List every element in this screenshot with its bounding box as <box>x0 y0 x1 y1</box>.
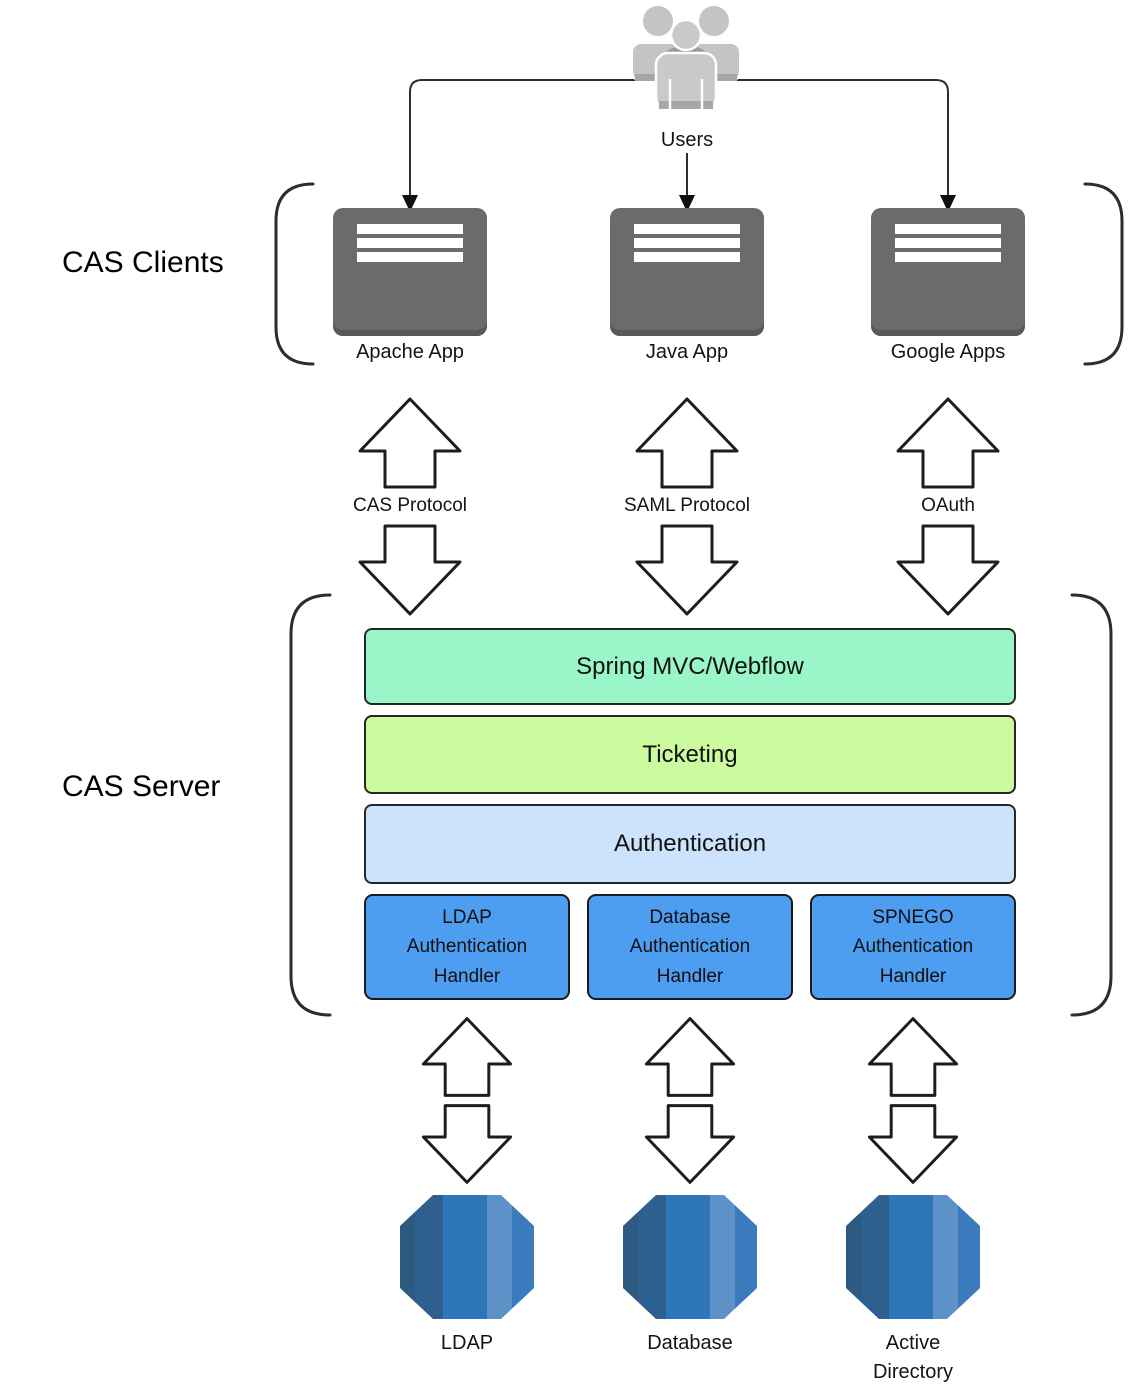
cas-clients-bracket-left <box>274 182 315 366</box>
block-arrow-up-icon <box>421 1017 513 1097</box>
block-arrow-down-icon <box>358 524 462 616</box>
block-arrow-down-icon <box>635 524 739 616</box>
block-arrow-down-icon <box>896 524 1000 616</box>
database-icon <box>846 1195 980 1319</box>
datastore-label-database: Database <box>647 1332 733 1354</box>
block-arrow-up-icon <box>896 397 1000 489</box>
block-arrow-up-icon <box>644 1017 736 1097</box>
layer-authentication: Authentication <box>364 804 1016 884</box>
cas-server-label: CAS Server <box>62 770 221 803</box>
app-box-apache <box>333 208 487 336</box>
handler-box-database: Database Authentication Handler <box>587 894 793 1000</box>
app-label-java: Java App <box>645 341 729 363</box>
app-box-java <box>610 208 764 336</box>
handler-box-spnego: SPNEGO Authentication Handler <box>810 894 1016 1000</box>
users-label: Users <box>660 129 714 151</box>
block-arrow-up-icon <box>867 1017 959 1097</box>
block-arrow-down-icon <box>867 1104 959 1184</box>
protocol-label-oauth: OAuth <box>921 495 975 516</box>
handler-box-ldap: LDAP Authentication Handler <box>364 894 570 1000</box>
database-icon <box>623 1195 757 1319</box>
cas-clients-bracket-right <box>1083 182 1124 366</box>
app-box-google <box>871 208 1025 336</box>
layer-label: Spring MVC/Webflow <box>576 652 804 680</box>
cas-clients-label: CAS Clients <box>62 246 224 279</box>
block-arrow-down-icon <box>644 1104 736 1184</box>
users-group-icon <box>631 4 741 111</box>
block-arrow-up-icon <box>635 397 739 489</box>
cas-server-bracket-left <box>289 593 332 1017</box>
cas-server-bracket-right <box>1070 593 1113 1017</box>
arrowhead-down-icon <box>679 195 695 212</box>
block-arrow-down-icon <box>421 1104 513 1184</box>
datastore-label-ldap: LDAP <box>440 1332 494 1354</box>
layer-ticketing: Ticketing <box>364 715 1016 794</box>
handler-label: SPNEGO Authentication Handler <box>852 906 974 987</box>
handler-label: LDAP Authentication Handler <box>406 906 528 987</box>
arrowhead-down-icon <box>940 195 956 212</box>
app-label-apache: Apache App <box>356 341 464 363</box>
protocol-label-cas: CAS Protocol <box>352 495 468 516</box>
datastore-label-active-directory: Active Directory <box>872 1332 953 1383</box>
layer-label: Authentication <box>613 830 767 857</box>
handler-label: Database Authentication Handler <box>629 906 751 987</box>
arrowhead-down-icon <box>402 195 418 212</box>
app-label-google: Google Apps <box>890 341 1006 363</box>
database-icon <box>400 1195 534 1319</box>
users-to-clients-connectors <box>402 79 956 212</box>
block-arrow-up-icon <box>358 397 462 489</box>
layer-label: Ticketing <box>642 740 738 768</box>
layer-spring-mvc-webflow: Spring MVC/Webflow <box>364 628 1016 705</box>
protocol-label-saml: SAML Protocol <box>623 495 750 516</box>
